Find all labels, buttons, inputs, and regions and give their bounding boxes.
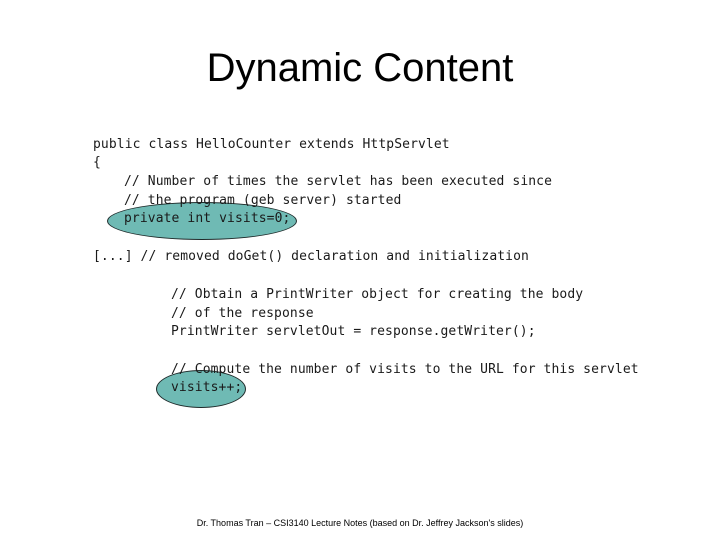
- code-comment: // Number of times the servlet has been …: [124, 174, 553, 189]
- code-line: public class HelloCounter extends HttpSe…: [93, 137, 450, 152]
- code-line: [...] // removed doGet() declaration and…: [93, 249, 529, 264]
- highlight-ellipse-visits-declaration: [107, 202, 297, 240]
- code-comment: // Obtain a PrintWriter object for creat…: [171, 287, 584, 302]
- code-listing: public class HelloCounter extends HttpSe…: [93, 135, 693, 408]
- slide-footer: Dr. Thomas Tran – CSI3140 Lecture Notes …: [196, 518, 524, 528]
- code-line-visits-increment: visits++;: [171, 380, 243, 395]
- code-comment: // the program (geb server) started: [124, 193, 402, 208]
- code-line-visits-declaration: private int visits=0;: [124, 211, 291, 226]
- code-line: {: [93, 155, 101, 170]
- code-comment: // Compute the number of visits to the U…: [171, 362, 639, 377]
- highlight-ellipse-visits-increment: [156, 370, 246, 408]
- code-comment: // of the response: [171, 306, 314, 321]
- slide-title: Dynamic Content: [206, 46, 514, 90]
- code-line: PrintWriter servletOut = response.getWri…: [171, 324, 536, 339]
